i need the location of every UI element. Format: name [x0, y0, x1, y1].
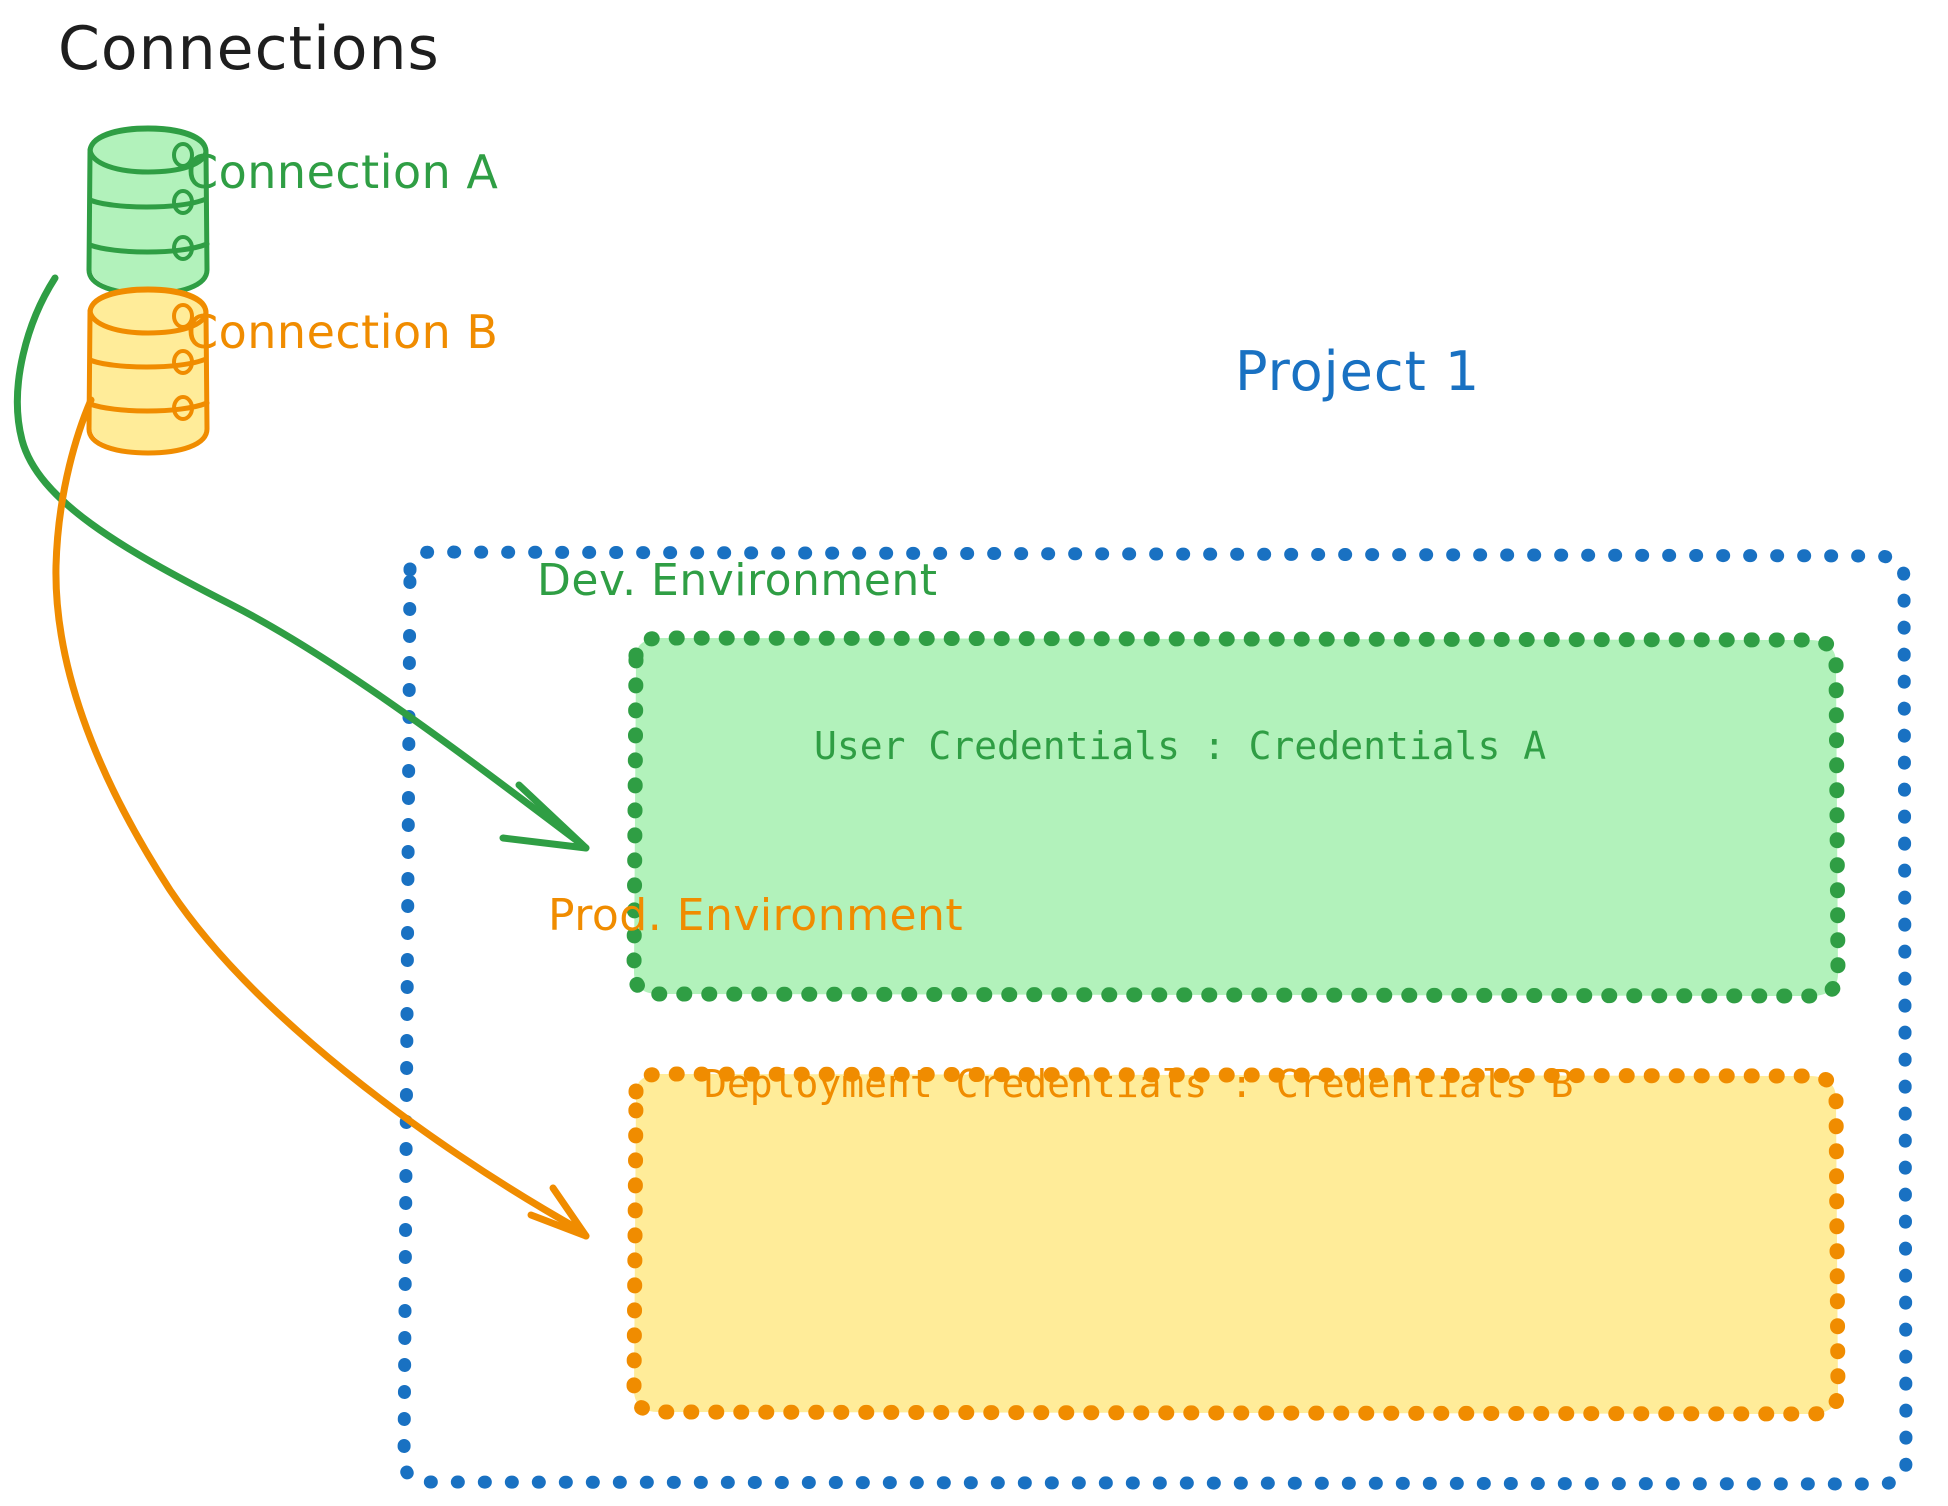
arrow-connection-b-to-prod [52, 396, 590, 1240]
prod-environment-credentials: Deployment Credentials : Credentials B [704, 1062, 1574, 1106]
prod-environment-border [626, 1066, 1846, 1422]
database-divider-1 [87, 356, 209, 370]
arrow-connection-a-to-dev [13, 274, 590, 852]
arrow-b-head-upper [549, 1184, 590, 1240]
arrow-a-head-upper [515, 781, 590, 852]
page-title: Connections [58, 14, 440, 84]
database-top-ellipse [87, 126, 209, 175]
project-1-border [397, 545, 1913, 1491]
database-top-ellipse [87, 287, 209, 336]
project-1-container[interactable] [397, 545, 1913, 1491]
database-divider-1 [87, 196, 209, 210]
dev-environment-box[interactable] [626, 630, 1846, 1004]
database-led-1 [172, 142, 194, 168]
database-led-3 [172, 395, 194, 421]
project-1-label: Project 1 [1235, 340, 1481, 403]
arrow-b-head-lower [527, 1211, 590, 1240]
dev-environment-fill [634, 638, 1838, 996]
database-led-3 [172, 235, 194, 261]
dev-environment-border [626, 630, 1846, 1004]
database-divider-2 [87, 241, 210, 255]
arrow-a-line [13, 274, 584, 847]
database-divider-2 [87, 400, 210, 414]
dev-environment-credentials: User Credentials : Credentials A [814, 724, 1547, 768]
dev-environment-title: Dev. Environment [537, 555, 938, 606]
database-icon-connection-a[interactable] [86, 125, 210, 297]
database-led-2 [172, 349, 194, 375]
database-led-2 [172, 189, 194, 215]
connection-b-label[interactable]: Connection B [186, 305, 499, 359]
database-led-1 [172, 303, 194, 329]
connection-a-label[interactable]: Connection A [186, 145, 499, 199]
database-icon-connection-b[interactable] [86, 286, 210, 456]
prod-environment-title: Prod. Environment [548, 890, 964, 941]
arrow-b-line [52, 396, 584, 1234]
arrow-a-head-lower [499, 834, 590, 852]
prod-environment-box[interactable] [626, 1066, 1846, 1422]
prod-environment-fill [634, 1074, 1838, 1414]
